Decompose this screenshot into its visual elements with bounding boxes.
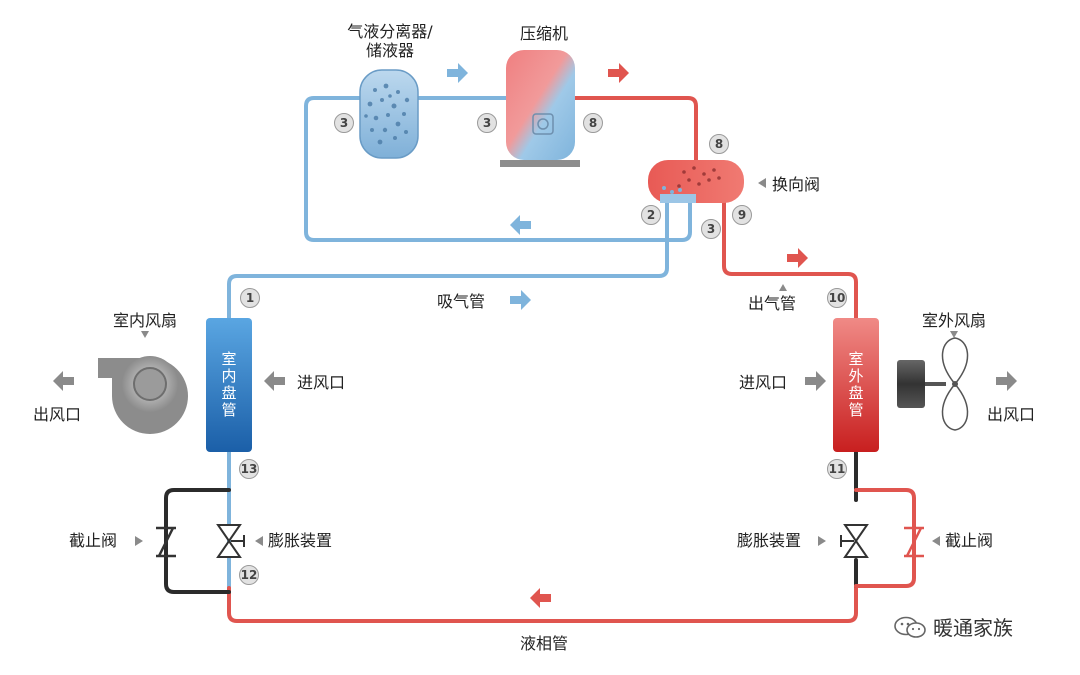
watermark: 暖通家族	[893, 612, 1013, 641]
flow-arrow-separator-out	[447, 63, 468, 83]
reversing-valve-body	[648, 160, 744, 203]
air-arrow-in-indoor	[264, 371, 285, 391]
point-badge: 9	[732, 205, 752, 225]
suction-pipe-label: 吸气管	[437, 292, 486, 311]
right-stop-valve	[904, 526, 924, 558]
stop-valve-right-label: 截止阀	[945, 531, 994, 550]
point-badge: 10	[827, 288, 847, 308]
discharge-pipe-label: 出气管	[748, 294, 797, 313]
pointer-stop-right	[932, 536, 940, 546]
point-badge: 1	[240, 288, 260, 308]
air-inlet-indoor-label: 进风口	[297, 373, 346, 392]
pointer-outdoor-fan	[950, 331, 958, 338]
compressor-label: 压缩机	[519, 24, 569, 43]
pointer-reversing-valve	[758, 178, 766, 188]
stop-valve-left-label: 截止阀	[69, 531, 118, 550]
point-badge: 3	[477, 113, 497, 133]
suction-pipe	[227, 201, 669, 320]
discharge-pipe	[722, 201, 858, 320]
reversing-valve-label: 换向阀	[772, 175, 821, 194]
outdoor-fan-label: 室外风扇	[921, 311, 987, 330]
flow-arrow-liquid	[530, 588, 551, 608]
indoor-coil-label: 室内盘管	[219, 351, 238, 419]
left-expansion-valve	[216, 524, 245, 558]
indoor-fan-shape	[98, 356, 188, 434]
liquid-pipe-label: 液相管	[519, 634, 569, 653]
flow-arrow-discharge	[787, 248, 808, 268]
point-badge: 12	[239, 565, 259, 585]
pointer-indoor-fan	[141, 331, 149, 338]
indoor-fan-label: 室内风扇	[112, 311, 178, 330]
separator-label: 气液分离器/ 储液器	[347, 22, 433, 61]
outdoor-coil-body	[833, 318, 879, 452]
air-inlet-outdoor-label: 进风口	[739, 373, 788, 392]
air-arrow-out-left	[53, 371, 74, 391]
air-arrow-out-right	[996, 371, 1017, 391]
point-badge: 13	[239, 459, 259, 479]
flow-arrow-suction	[510, 290, 531, 310]
point-badge: 3	[334, 113, 354, 133]
point-badge: 3	[701, 219, 721, 239]
point-badge: 2	[641, 205, 661, 225]
pointer-expansion-right	[818, 536, 826, 546]
liquid-pipe	[227, 584, 858, 623]
wechat-icon	[894, 616, 926, 638]
air-outlet-left-label: 出风口	[33, 405, 82, 424]
watermark-text: 暖通家族	[933, 616, 1013, 640]
compressor	[500, 50, 580, 167]
right-expansion-valve	[840, 524, 869, 558]
pointer-discharge	[779, 284, 787, 291]
point-badge: 8	[709, 134, 729, 154]
pointer-triangles	[135, 178, 958, 546]
outdoor-fan-shape	[897, 337, 969, 431]
expansion-device-left-label: 膨胀装置	[268, 531, 333, 550]
left-bypass-pipe	[164, 488, 231, 594]
pointer-stop-left	[135, 536, 143, 546]
point-badge: 11	[827, 459, 847, 479]
flow-arrows	[53, 63, 1017, 608]
air-outlet-right-label: 出风口	[987, 405, 1036, 424]
left-stop-valve	[156, 526, 176, 558]
indoor-coil-body	[206, 318, 252, 452]
suction-return-pipe	[304, 96, 692, 242]
flow-arrow-compressor-out	[608, 63, 629, 83]
right-bypass-pipe	[854, 488, 916, 588]
point-badge: 8	[583, 113, 603, 133]
expansion-device-right-label: 膨胀装置	[737, 531, 802, 550]
pointer-expansion-left	[255, 536, 263, 546]
air-arrow-in-outdoor	[805, 371, 826, 391]
outdoor-coil-label: 室外盘管	[846, 351, 865, 419]
gas-liquid-separator	[359, 69, 419, 159]
flow-arrow-return	[510, 215, 531, 235]
compressor-discharge-pipe	[573, 96, 698, 162]
